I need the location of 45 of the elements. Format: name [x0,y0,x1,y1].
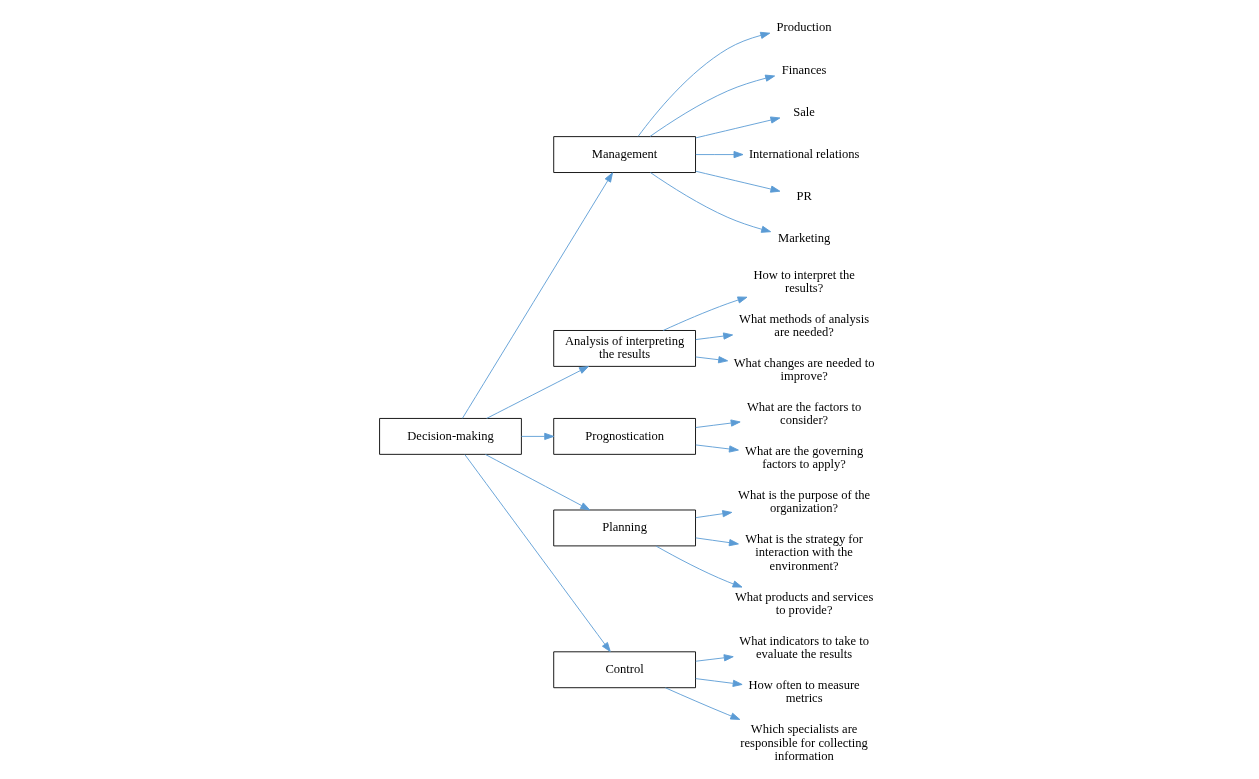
arrow [694,356,728,364]
arrow [649,172,771,233]
node-text: What products and services to provide? [734,589,873,618]
arrow [694,419,741,428]
node-box: Planning [552,509,696,547]
arrow [461,172,613,419]
arrow [694,170,780,193]
node-text: What is the purpose of the organization? [737,487,870,515]
node-text: How often to measure metrics [748,677,860,706]
arrow [485,365,589,419]
node-text: PR [795,189,812,204]
node-text: Sale [792,104,815,119]
arrow [484,454,590,511]
node-text: Marketing [777,231,830,246]
arrow [664,687,740,720]
arrow [694,151,743,159]
node-text: Which specialists are responsible for collecting information [739,722,868,764]
node-box: Prognostication [552,418,696,455]
arrow [694,332,733,340]
node-text: What methods of analysis are needed? [738,311,869,340]
node-text: What are the factors to consider? [746,399,861,428]
node-box: Control [552,651,696,689]
node-text: What are the governing factors to apply? [744,443,863,471]
node-box: Management [552,136,696,173]
arrow [649,74,775,137]
node-text: How to interpret the results? [752,267,855,296]
arrow [694,444,739,453]
node-text: What changes are needed to improve? [733,355,874,384]
arrow [694,654,734,662]
arrow [662,296,747,331]
arrow [463,454,611,652]
arrow [694,510,732,519]
arrow [694,116,780,139]
arrow [694,678,743,687]
arrow [655,545,742,588]
node-text: Finances [781,62,826,77]
node-text: International relations [748,146,859,161]
node-text: What indicators to take to evaluate the results [738,633,869,662]
arrow [637,31,770,137]
node-box: Decision-making [378,418,522,455]
arrow [694,537,739,547]
node-text: Production [776,20,832,35]
node-text: What is the strategy for interaction with the environment? [744,531,863,573]
node-box: Analysis of interpreting the results [552,330,696,367]
arrow [520,432,554,440]
